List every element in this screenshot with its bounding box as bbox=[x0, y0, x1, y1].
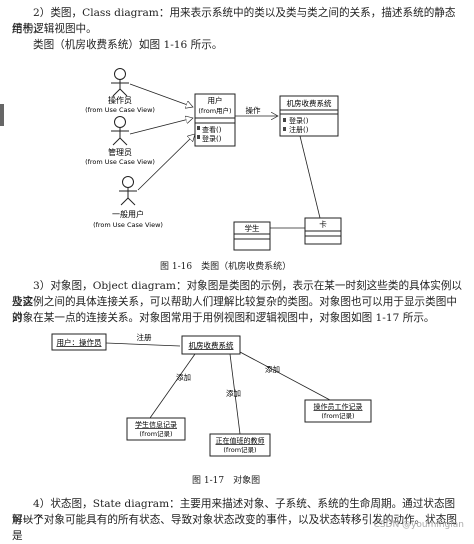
paragraph-object-diagram: 3）对象图，Object diagram：对象图是类图的示例，表示在某一时刻这些… bbox=[12, 279, 464, 310]
paragraph-object-diagram-cont2: 对象在某一点的连接关系。对象图常用于用例视图和逻辑视图中，对象图如图 1-17 … bbox=[12, 311, 464, 327]
object-operator-from: (from记录) bbox=[321, 412, 354, 420]
actor-admin bbox=[111, 116, 129, 146]
object-student-box bbox=[126, 417, 186, 441]
paragraph-class-diagram: 2）类图，Class diagram：用来表示系统中的类以及类与类之间的关系，描… bbox=[12, 6, 464, 37]
link-add-left-label: 添加 bbox=[176, 372, 191, 382]
actor-operator bbox=[111, 68, 129, 97]
class-user-from: (from用户) bbox=[198, 106, 231, 115]
actor-general-user-from: (from Use Case View) bbox=[93, 221, 163, 229]
paragraph-state-diagram-cont: 解一个对象可能具有的所有状态、导致对象状态改变的事件，以及状态转移引发的动作。状… bbox=[12, 513, 464, 544]
object-student-from: (from记录) bbox=[139, 430, 172, 438]
actor-operator-from: (from Use Case View) bbox=[85, 106, 155, 114]
object-system-label: 机房收费系统 bbox=[189, 340, 234, 350]
object-system-box bbox=[181, 335, 241, 355]
paragraph-class-intro: 类图（机房收费系统）如图 1-16 所示。 bbox=[12, 38, 464, 54]
assoc-system-card bbox=[299, 135, 321, 219]
class-system-op1: 登录() bbox=[289, 116, 309, 125]
side-tab[interactable] bbox=[0, 104, 4, 126]
link-add-mid-label: 添加 bbox=[226, 388, 241, 398]
object-links bbox=[149, 351, 331, 435]
actor-general-user-name: 一般用户 bbox=[112, 209, 144, 219]
link-register bbox=[105, 342, 181, 347]
object-teacher-label: 正在值班的教师 bbox=[216, 436, 265, 445]
figure-1-17-object-diagram: 用户：操作员 注册 机房收费系统 添加 添加 添加 学生信息记录 (from记录… bbox=[51, 332, 372, 457]
class-system-name: 机房收费系统 bbox=[287, 98, 332, 108]
object-diagram-line2: 些实例之间的具体连接关系，可以帮助人们理解比较复杂的类图。对象图也可以用于显示类… bbox=[12, 296, 457, 324]
figure-1-17-caption: 图 1-17 对象图 bbox=[192, 476, 261, 486]
csdn-watermark: CSDN @youminglan bbox=[373, 520, 464, 530]
object-diagram-line3: 对象在某一点的连接关系。对象图常用于用例视图和逻辑视图中，对象图如图 1-17 … bbox=[12, 312, 435, 324]
class-diagram-line1: 2）类图，Class diagram：用来表示系统中的类以及类与类之间的关系，描… bbox=[12, 7, 456, 35]
object-operator-box bbox=[304, 399, 372, 423]
object-user-label: 用户：操作员 bbox=[57, 337, 102, 347]
class-card-name: 卡 bbox=[319, 219, 327, 229]
class-student-name: 学生 bbox=[245, 223, 260, 233]
class-diagram-intro: 类图（机房收费系统）如图 1-16 所示。 bbox=[33, 39, 223, 51]
object-teacher-from: (from记录) bbox=[223, 446, 256, 454]
link-register-label: 注册 bbox=[137, 332, 152, 342]
class-diagram-line2: 用于逻辑视图中。 bbox=[12, 23, 97, 35]
assoc-operate-label: 操作 bbox=[246, 105, 261, 115]
state-diagram-line2: 解一个对象可能具有的所有状态、导致对象状态改变的事件，以及状态转移引发的动作。状… bbox=[12, 514, 457, 542]
class-user-op1: 查看() bbox=[202, 125, 222, 134]
state-diagram-line1: 4）状态图，State diagram：主要用来描述对象、子系统、系统的生命周期… bbox=[12, 498, 456, 526]
object-teacher-box bbox=[209, 433, 271, 457]
class-user bbox=[194, 93, 236, 147]
paragraph-state-diagram: 4）状态图，State diagram：主要用来描述对象、子系统、系统的生命周期… bbox=[12, 497, 464, 528]
object-diagram-line1: 3）对象图，Object diagram：对象图是类图的示例，表示在某一时刻这些… bbox=[12, 280, 463, 308]
paragraph-class-diagram-cont: 用于逻辑视图中。 bbox=[12, 22, 464, 38]
figure-1-16-caption: 图 1-16 类图（机房收费系统） bbox=[160, 262, 292, 272]
actor-admin-name: 管理员 bbox=[108, 147, 132, 157]
actor-operator-name: 操作员 bbox=[108, 95, 132, 105]
paragraph-object-diagram-cont1: 些实例之间的具体连接关系，可以帮助人们理解比较复杂的类图。对象图也可以用于显示类… bbox=[12, 295, 464, 326]
class-card bbox=[304, 217, 342, 245]
object-operator-label: 操作员工作记录 bbox=[314, 402, 363, 411]
object-student-label: 学生信息记录 bbox=[135, 420, 177, 429]
figure-1-16-class-diagram: 操作员 (from Use Case View) 管理员 (from Use C… bbox=[85, 68, 342, 251]
class-student bbox=[233, 221, 271, 251]
generalization-lines bbox=[129, 83, 195, 191]
actor-admin-from: (from Use Case View) bbox=[85, 158, 155, 166]
class-user-name: 用户 bbox=[208, 95, 223, 105]
class-system-op2: 注册() bbox=[289, 125, 309, 134]
object-user-box bbox=[51, 333, 107, 351]
link-add-right-label: 添加 bbox=[265, 364, 280, 374]
class-user-op2: 登录() bbox=[202, 134, 222, 143]
actor-general-user bbox=[119, 176, 137, 206]
class-system bbox=[279, 95, 339, 137]
